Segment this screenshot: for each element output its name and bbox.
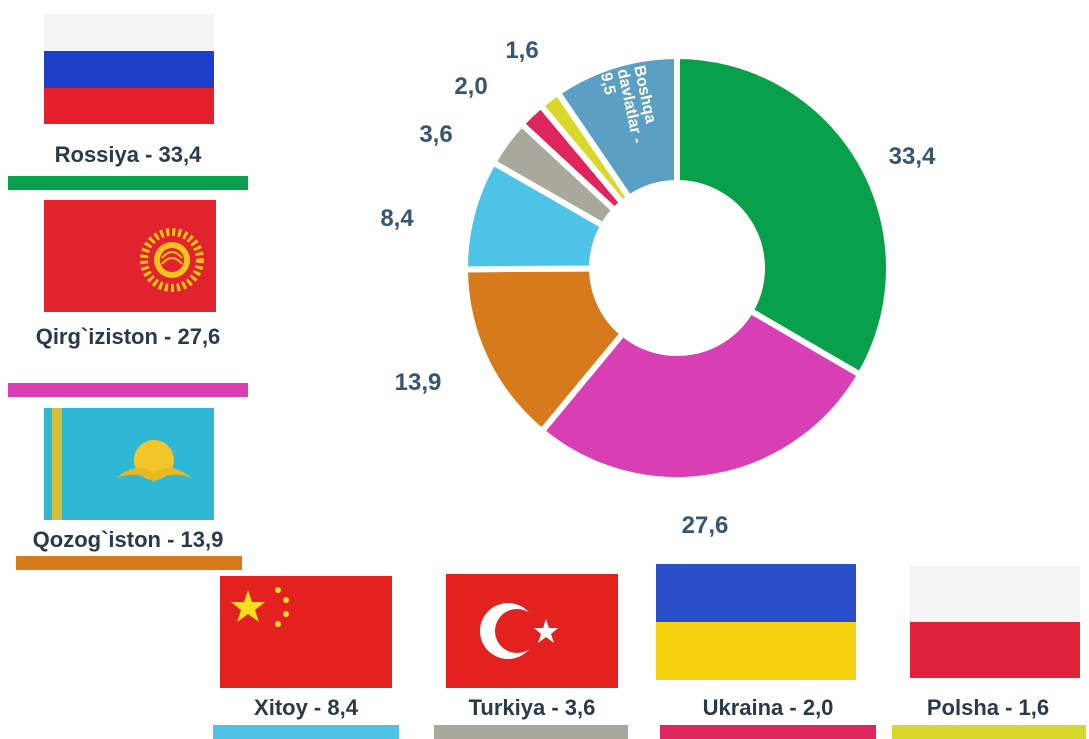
legend-label-kyrgyzstan: Qirg`iziston - 27,6 bbox=[35, 324, 221, 349]
slice-kyrgyzstan bbox=[538, 307, 864, 483]
data-label-kazakhstan: 13,9 bbox=[395, 369, 442, 396]
china-flag bbox=[220, 576, 392, 688]
legend-label-poland: Polsha - 1,6 bbox=[926, 695, 1050, 720]
legend-bar-turkey bbox=[434, 725, 628, 739]
legend-label-ukraine: Ukraina - 2,0 bbox=[702, 695, 834, 720]
legend-label-china: Xitoy - 8,4 bbox=[254, 695, 358, 720]
data-label-russia: 33,4 bbox=[889, 143, 936, 170]
legend-label-turkey: Turkiya - 3,6 bbox=[468, 695, 596, 720]
sun-emblem-icon bbox=[140, 228, 204, 292]
ukraine-flag bbox=[656, 564, 856, 680]
russia-flag bbox=[44, 14, 214, 124]
data-label-ukraine: 2,0 bbox=[454, 73, 487, 100]
legend-bar-china bbox=[213, 725, 399, 739]
legend-label-kazakhstan: Qozog`iston - 13,9 bbox=[32, 527, 224, 552]
data-label-kyrgyzstan: 27,6 bbox=[682, 512, 729, 539]
poland-flag bbox=[910, 566, 1080, 678]
data-label-other-line: 9,5 bbox=[597, 71, 618, 96]
big-star-icon bbox=[231, 590, 265, 622]
data-label-poland: 1,6 bbox=[505, 37, 538, 64]
legend-bar-kyrgyzstan bbox=[8, 383, 248, 397]
kyrgyzstan-flag bbox=[44, 200, 216, 312]
slice-russia bbox=[674, 53, 892, 378]
slice-other bbox=[554, 53, 680, 201]
legend-bar-kazakhstan bbox=[16, 556, 242, 570]
legend-bar-poland bbox=[892, 725, 1086, 739]
eagle-sun-icon bbox=[116, 440, 192, 482]
kazakhstan-flag bbox=[44, 408, 214, 520]
data-label-turkey: 3,6 bbox=[419, 121, 452, 148]
legend-label-russia: Rossiya - 33,4 bbox=[54, 142, 202, 167]
legend-bar-ukraine bbox=[660, 725, 876, 739]
data-label-china: 8,4 bbox=[380, 205, 414, 232]
legend-bar-russia bbox=[8, 176, 248, 190]
star-icon bbox=[534, 619, 558, 643]
turkey-flag bbox=[446, 574, 618, 688]
slice-kazakhstan bbox=[462, 265, 626, 435]
